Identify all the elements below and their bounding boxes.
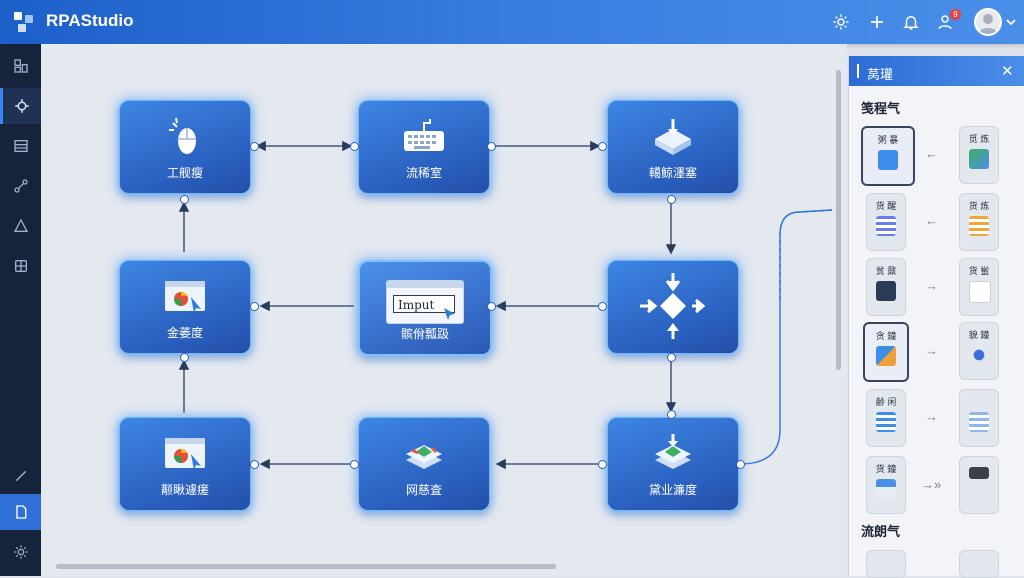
bell-icon[interactable]: [900, 11, 922, 33]
chevron-down-icon[interactable]: [1004, 11, 1018, 33]
node-port[interactable]: [736, 460, 745, 469]
browser-click-icon: [165, 438, 205, 470]
activity-card[interactable]: 貌 鐘: [959, 322, 999, 380]
workflow-node-browser-click[interactable]: 金萎度: [119, 260, 251, 354]
node-port[interactable]: [598, 460, 607, 469]
grid-icon: [969, 149, 989, 169]
window-icon: [876, 479, 896, 499]
activity-card[interactable]: [866, 550, 906, 578]
node-port[interactable]: [180, 195, 189, 204]
activity-card[interactable]: 货 炼: [959, 193, 999, 251]
settings-icon[interactable]: [830, 11, 852, 33]
puzzle-icon[interactable]: [0, 248, 41, 284]
arrow-forward-icon: →»: [921, 477, 942, 492]
table-icon: [969, 216, 989, 236]
dropdown-icon: [878, 150, 898, 170]
mouse-click-icon: [169, 117, 196, 154]
activity-card[interactable]: 货 鐘: [866, 456, 906, 514]
node-port[interactable]: [350, 460, 359, 469]
arrow-right-icon: →: [925, 278, 938, 293]
workflow-node-layers-process[interactable]: 黛业濂度: [607, 417, 739, 511]
arrow-left-icon: ←: [925, 213, 938, 228]
workflow-node-browser-action[interactable]: 颟瞅遽瘥: [119, 417, 251, 511]
close-icon[interactable]: ✕: [1001, 63, 1014, 80]
layout-icon[interactable]: [0, 48, 41, 84]
input-text-preview: Impu‍t: [393, 295, 455, 313]
node-port[interactable]: [350, 142, 359, 151]
plus-icon[interactable]: [866, 11, 888, 33]
activity-card[interactable]: 觅 炼: [959, 126, 999, 184]
gear-icon[interactable]: [0, 534, 41, 570]
node-port[interactable]: [598, 142, 607, 151]
app-title: RPAStudio: [46, 11, 134, 30]
terminal-icon: [969, 467, 989, 479]
arrow-left-icon: ←: [925, 146, 938, 161]
keyboard-icon: [404, 119, 444, 151]
section-title-1: 笺程气: [861, 101, 901, 116]
node-port[interactable]: [487, 302, 496, 311]
chart-icon: [876, 346, 896, 366]
layers-icon: [655, 434, 691, 469]
pin-icon: [969, 345, 989, 365]
activity-card[interactable]: 齢 闲: [866, 389, 906, 447]
panel-title: 莴瓘: [867, 67, 894, 82]
document-icon[interactable]: [0, 494, 41, 530]
node-port[interactable]: [250, 142, 259, 151]
panel-header: 莴瓘 ✕: [849, 56, 1024, 86]
layers-icon: [406, 445, 442, 469]
workflow-node-mouse-click[interactable]: 工舰瘦: [119, 100, 251, 194]
arrow-right-icon: →: [925, 409, 938, 424]
node-port[interactable]: [667, 195, 676, 204]
data-box-icon: [655, 119, 691, 155]
vertical-scrollbar[interactable]: [836, 70, 841, 370]
browser-click-icon: [165, 281, 205, 313]
input-field-icon: Impu‍t: [386, 280, 464, 324]
decision-icon: [640, 273, 706, 339]
document-icon: [969, 281, 991, 303]
workflow-node-layers[interactable]: 网慈査: [358, 417, 490, 511]
section-title-2: 流朗气: [861, 524, 901, 539]
workflow-node-keyboard[interactable]: 流稀室: [358, 100, 490, 194]
activity-card[interactable]: 货 醒: [866, 193, 906, 251]
rows-icon: [969, 412, 989, 432]
activity-card[interactable]: [959, 456, 999, 514]
user-alert-icon[interactable]: [934, 11, 956, 33]
notification-badge: 9: [950, 9, 961, 20]
automation-icon[interactable]: [0, 88, 41, 124]
node-port[interactable]: [487, 142, 496, 151]
horizontal-scrollbar[interactable]: [56, 564, 556, 569]
node-port[interactable]: [598, 302, 607, 311]
form-icon: [876, 412, 896, 432]
activity-card[interactable]: [959, 389, 999, 447]
arrow-right-icon: →: [925, 343, 938, 358]
activities-panel: 莴瓘 ✕ 笺程气 粥 暴 ← 觅 炼 货 醒 ← 货 炼 贫 鼐 → 货 鲎 贪…: [848, 56, 1024, 578]
avatar[interactable]: [974, 8, 1002, 36]
activity-card[interactable]: 贫 鼐: [866, 258, 906, 316]
workflow-node-input[interactable]: Impu‍t 髌佾瓢趿: [358, 260, 492, 356]
workflow-node-data-box[interactable]: 轕鲸濹塞: [607, 100, 739, 194]
activity-card[interactable]: 货 鲎: [959, 258, 999, 316]
activity-card[interactable]: 贪 鐘: [863, 322, 909, 382]
flow-icon[interactable]: [0, 168, 41, 204]
list-icon[interactable]: [0, 128, 41, 164]
node-port[interactable]: [250, 302, 259, 311]
tools-icon[interactable]: [0, 458, 41, 494]
node-port[interactable]: [667, 353, 676, 362]
node-port[interactable]: [250, 460, 259, 469]
text-block-icon: [876, 281, 896, 301]
node-port[interactable]: [180, 353, 189, 362]
left-sidebar: [0, 44, 41, 576]
triangle-icon[interactable]: [0, 208, 41, 244]
list-icon: [876, 216, 896, 236]
activity-card[interactable]: [959, 550, 999, 578]
node-port[interactable]: [667, 410, 676, 419]
workflow-node-decision[interactable]: [607, 260, 739, 354]
activity-card[interactable]: 粥 暴: [861, 126, 915, 186]
app-logo-icon: [14, 12, 33, 32]
top-bar: RPAStudio 9: [0, 0, 1024, 44]
